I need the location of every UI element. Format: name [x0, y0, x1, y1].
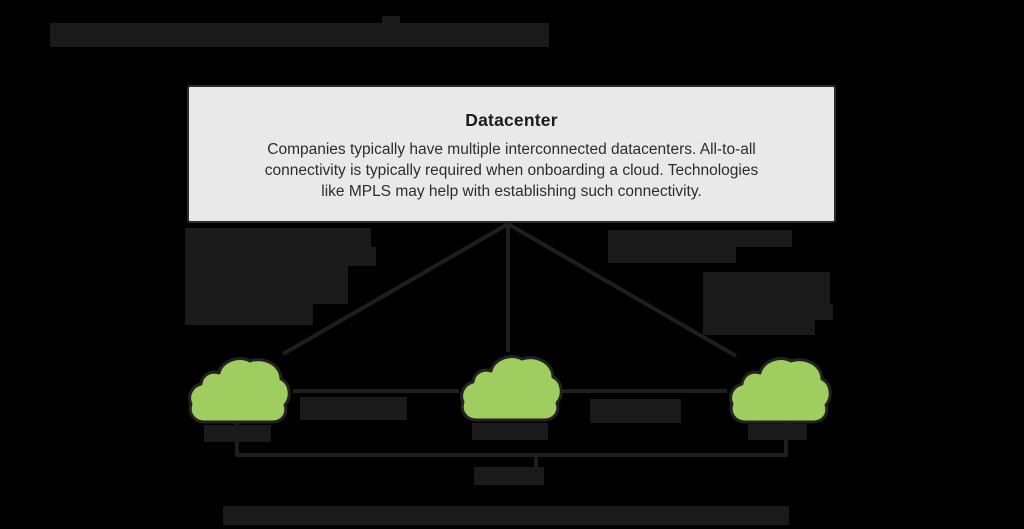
- annotation-left-line-5: [185, 304, 313, 325]
- page-heading-obscured-text: [50, 23, 549, 47]
- annotation-right-lower-line-4: [703, 320, 815, 335]
- annotation-left-line-2: [185, 247, 376, 266]
- cloud-label-left-obscured: [204, 425, 271, 442]
- link-label-bottom-obscured: [474, 467, 544, 485]
- annotation-right-lower-line-2: [703, 288, 830, 304]
- line-box-to-right-cloud: [506, 222, 738, 358]
- cloud-left-icon: [188, 357, 291, 424]
- link-label-left-obscured: [300, 397, 407, 420]
- annotation-right-upper-line-2: [608, 247, 736, 263]
- page-heading-ascender: [382, 16, 400, 24]
- annotation-left-line-4: [185, 285, 348, 304]
- datacenter-box-body: Companies typically have multiple interc…: [264, 141, 759, 200]
- datacenter-box-title: Datacenter: [465, 110, 558, 130]
- annotation-left-line-1: [185, 228, 371, 247]
- cloud-right-icon: [729, 357, 832, 424]
- annotation-left-line-3: [185, 266, 348, 285]
- figure-caption-obscured: [223, 506, 789, 525]
- cloud-label-right-obscured: [748, 424, 807, 440]
- cloud-label-center-obscured: [472, 423, 548, 440]
- link-label-right-obscured: [590, 399, 681, 423]
- line-box-to-left-cloud: [281, 222, 510, 356]
- annotation-right-lower-line-3: [703, 304, 833, 320]
- annotation-right-upper-line-1: [608, 230, 792, 247]
- annotation-right-lower-line-1: [703, 272, 830, 288]
- datacenter-callout-box: Datacenter Companies typically have mult…: [187, 85, 836, 223]
- cloud-center-icon: [460, 355, 563, 422]
